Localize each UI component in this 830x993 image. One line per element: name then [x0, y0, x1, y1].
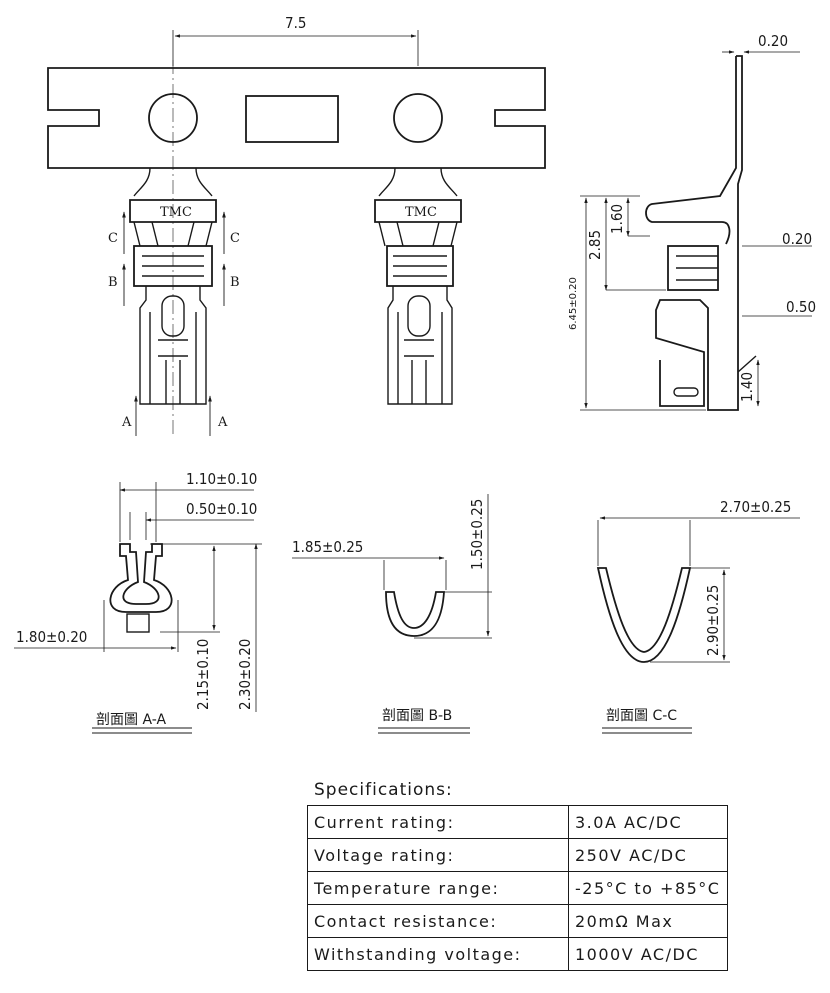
caption-section-bb: 剖面圖 B-B: [382, 708, 452, 724]
pilot-hole-right: [393, 93, 443, 143]
caption-section-aa: 剖面圖 A-A: [96, 712, 166, 728]
section-bb: [292, 494, 492, 639]
spec-key: Withstanding voltage:: [307, 937, 569, 971]
dim-aa-body: 1.80±0.20: [16, 628, 87, 646]
section-mark-a-left: A: [121, 415, 132, 430]
section-cc: [596, 516, 800, 663]
spec-value: 250V AC/DC: [568, 838, 728, 872]
terminal-left: [129, 60, 217, 436]
brand-mark-right: TMC: [405, 205, 437, 220]
spec-key: Current rating:: [307, 805, 569, 839]
dim-aa-inner: 0.50±0.10: [186, 500, 257, 518]
dim-h-285: 2.85: [586, 230, 604, 260]
spec-row: Withstanding voltage: 1000V AC/DC: [307, 937, 728, 971]
section-mark-b-right: B: [230, 275, 240, 290]
carrier-strip: [47, 67, 546, 169]
spec-row: Contact resistance: 20mΩ Max: [307, 904, 728, 938]
section-aa: [14, 482, 262, 712]
spec-value: 1000V AC/DC: [568, 937, 728, 971]
dim-aa-outer: 1.10±0.10: [186, 470, 257, 488]
spec-row: Current rating: 3.0A AC/DC: [307, 805, 728, 839]
section-mark-c-right: C: [230, 231, 240, 246]
dim-bb-height: 1.50±0.25: [468, 499, 486, 570]
spec-value: 20mΩ Max: [568, 904, 728, 938]
front-view: [47, 30, 546, 436]
spec-value: 3.0A AC/DC: [568, 805, 728, 839]
spec-key: Contact resistance:: [307, 904, 569, 938]
dim-cc-height: 2.90±0.25: [704, 585, 722, 656]
section-mark-c-left: C: [108, 231, 118, 246]
specifications-title: Specifications:: [314, 780, 453, 800]
dim-aa-230: 2.30±0.20: [236, 639, 254, 710]
spec-key: Voltage rating:: [307, 838, 569, 872]
side-view: [580, 50, 812, 411]
dim-aa-215: 2.15±0.10: [194, 639, 212, 710]
caption-section-cc: 剖面圖 C-C: [606, 708, 677, 724]
dim-t-020: 0.20: [782, 230, 812, 248]
spec-key: Temperature range:: [307, 871, 569, 905]
specifications-table: Current rating: 3.0A AC/DC Voltage ratin…: [307, 805, 728, 971]
brand-mark-left: TMC: [160, 205, 192, 220]
dim-thickness: 0.20: [758, 32, 788, 50]
terminal-right: [374, 167, 462, 405]
dim-cc-width: 2.70±0.25: [720, 498, 791, 516]
spec-row: Temperature range: -25°C to +85°C: [307, 871, 728, 905]
section-mark-b-left: B: [108, 275, 118, 290]
section-mark-a-right: A: [217, 415, 228, 430]
spec-row: Voltage rating: 250V AC/DC: [307, 838, 728, 872]
dim-t-050: 0.50: [786, 298, 816, 316]
dim-h-140: 1.40: [738, 372, 756, 402]
dim-h-160: 1.60: [608, 204, 626, 234]
dim-pitch: 7.5: [285, 14, 306, 32]
slot: [245, 95, 339, 143]
dim-total-height: 6.45±0.20: [568, 277, 579, 330]
dim-bb-width: 1.85±0.25: [292, 538, 363, 556]
spec-value: -25°C to +85°C: [568, 871, 728, 905]
